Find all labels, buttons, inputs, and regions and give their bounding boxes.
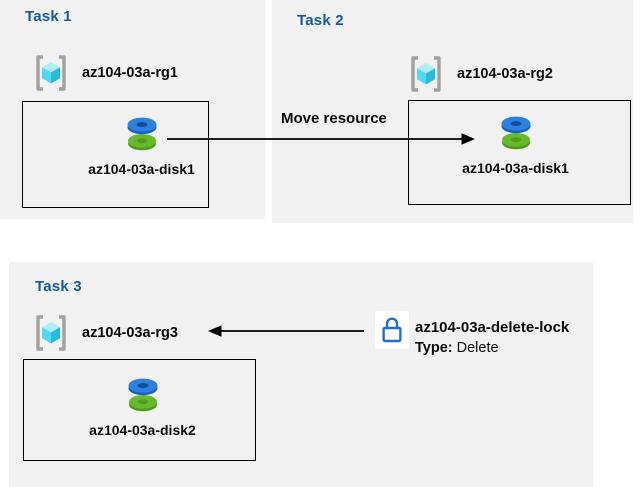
task3-resource-group: az104-03a-rg3 — [33, 313, 178, 353]
task3-panel: Task 3 az104-03a-rg3 az104-03a-delete-lo… — [9, 262, 593, 487]
task2-resource-box: az104-03a-disk1 — [408, 100, 631, 205]
task3-resource-box: az104-03a-disk2 — [23, 359, 256, 461]
lock-icon-container — [375, 311, 409, 349]
task2-resource: az104-03a-disk1 — [405, 101, 626, 176]
lock-annotation: az104-03a-delete-lock Type: Delete — [415, 318, 569, 358]
lock-icon — [382, 317, 402, 343]
lock-type-label: Type: — [415, 340, 453, 356]
task1-resource: az104-03a-disk1 — [49, 102, 234, 177]
resource-name: az104-03a-disk1 — [88, 161, 195, 177]
resource-group-icon — [36, 55, 66, 91]
task3-resource: az104-03a-disk2 — [27, 360, 258, 438]
managed-disk-icon — [127, 117, 156, 151]
lock-name: az104-03a-delete-lock — [415, 319, 570, 336]
resource-group-name: az104-03a-rg2 — [457, 66, 553, 82]
task1-title: Task 1 — [25, 8, 72, 25]
resource-name: az104-03a-disk1 — [462, 160, 569, 176]
resource-group-name: az104-03a-rg3 — [82, 325, 178, 341]
task2-title: Task 2 — [297, 12, 344, 29]
lock-type-value: Delete — [456, 340, 499, 356]
task2-resource-group: az104-03a-rg2 — [408, 54, 553, 94]
task3-title: Task 3 — [35, 278, 82, 295]
resource-group-icon — [411, 56, 441, 92]
task1-panel: Task 1 az104-03a-rg1 — [0, 0, 265, 219]
resource-group-icon — [36, 315, 66, 351]
managed-disk-icon — [128, 378, 157, 412]
task1-resource-box: az104-03a-disk1 — [22, 101, 209, 208]
resource-group-name: az104-03a-rg1 — [82, 65, 178, 81]
lock-type: Type: Delete — [415, 338, 569, 358]
managed-disk-icon — [501, 116, 530, 150]
task1-resource-group: az104-03a-rg1 — [33, 53, 178, 93]
move-resource-label: Move resource — [281, 110, 387, 127]
resource-name: az104-03a-disk2 — [89, 422, 196, 438]
task2-panel: Task 2 az104-03a-rg2 — [272, 0, 633, 223]
